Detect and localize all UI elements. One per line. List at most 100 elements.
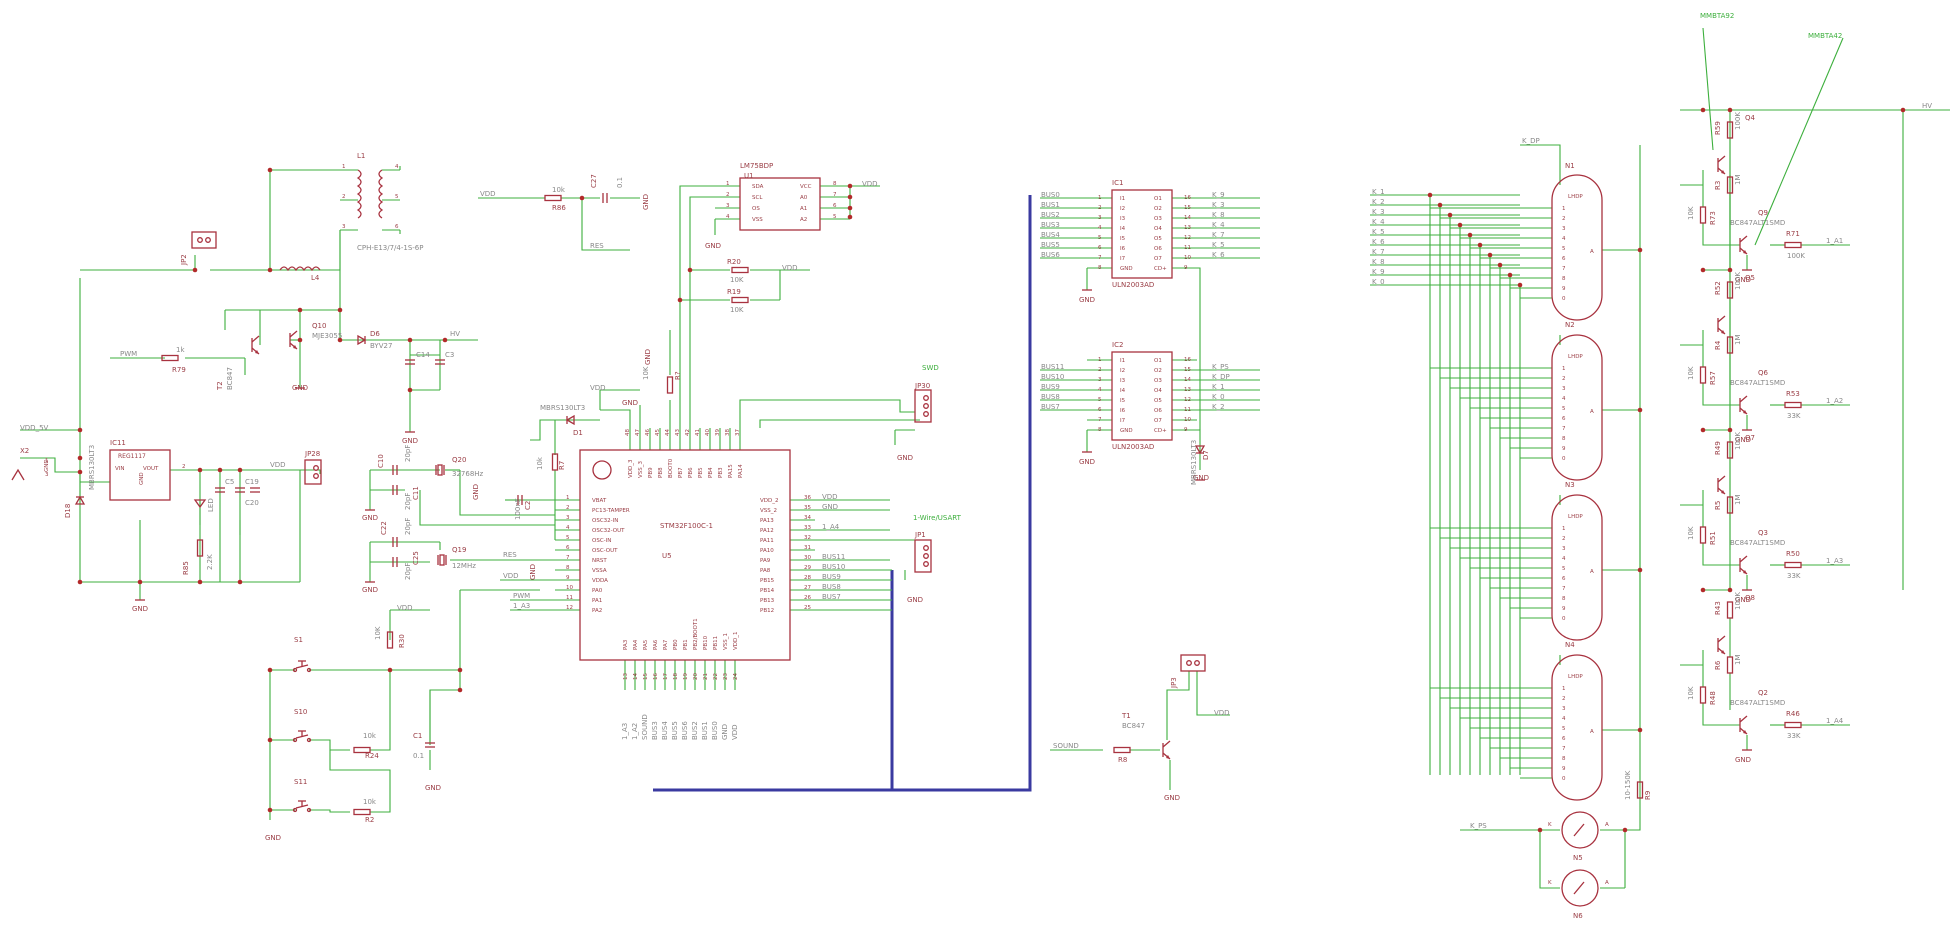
label: 10 — [566, 585, 573, 591]
c3-capacitor — [435, 359, 445, 365]
label: CPH-E13/7/4-1S-6P — [357, 244, 423, 252]
label: I4 — [1120, 388, 1126, 394]
label: MJE3055 — [312, 332, 342, 340]
label: R85 — [182, 561, 190, 575]
junction-dot — [1622, 827, 1628, 833]
ic11-regulator — [109, 449, 171, 501]
label: 19 — [683, 673, 689, 680]
net-label: GND — [721, 724, 729, 740]
label: 3 — [1562, 386, 1566, 392]
junction-dot — [677, 297, 683, 303]
wire — [1166, 671, 1190, 740]
label: ULN2003AD — [1112, 443, 1154, 451]
label: 3 — [1098, 377, 1102, 383]
junction-dot — [267, 737, 273, 743]
d18-diode — [74, 495, 86, 505]
label: GND — [362, 514, 378, 522]
label: 18 — [673, 673, 679, 680]
label: C14 — [416, 351, 430, 359]
label: PA13 — [760, 518, 774, 524]
label: 15 — [1184, 367, 1191, 373]
label: N1 — [1565, 162, 1575, 170]
label: I2 — [1120, 206, 1125, 212]
label: O7 — [1154, 418, 1162, 424]
label: BOOT0 — [668, 458, 674, 478]
label: 1 — [1098, 357, 1102, 363]
s11-switch — [292, 800, 312, 813]
k-net-label: K_0 — [1212, 393, 1225, 401]
label: 48 — [625, 429, 631, 436]
label: 2 — [1098, 205, 1102, 211]
label: I6 — [1120, 408, 1126, 414]
net-label: VDD — [731, 724, 739, 740]
bus-net-label: BUS2 — [1041, 211, 1060, 219]
label: 1 — [1562, 366, 1566, 372]
k-net-label: K_9 — [1212, 191, 1225, 199]
label: A0 — [800, 195, 808, 201]
label: R20 — [727, 258, 741, 266]
label: R86 — [552, 204, 566, 212]
wire — [581, 198, 630, 251]
label: 8 — [1098, 427, 1102, 433]
label: PB5 — [698, 467, 704, 478]
label: 3 — [726, 203, 730, 209]
label: 1_A3 — [1826, 557, 1843, 565]
label: 1 — [566, 495, 570, 501]
label: 32 — [804, 535, 811, 541]
k-net-label: K_4 — [1372, 218, 1385, 226]
label: VCC — [800, 184, 812, 190]
junction-dot — [1637, 567, 1643, 573]
c1-capacitor — [425, 742, 435, 748]
label: 11 — [1184, 245, 1191, 251]
label: R3 — [1714, 181, 1722, 190]
label: I3 — [1120, 216, 1126, 222]
bus-net-label: BUS0 — [1041, 191, 1060, 199]
label: C1 — [413, 732, 422, 740]
label: 16 — [1184, 357, 1191, 363]
label: 10K — [1687, 206, 1695, 220]
junction-dot — [77, 427, 83, 433]
label: 37 — [735, 429, 741, 436]
label: C5 — [225, 478, 234, 486]
junction-dot — [1477, 242, 1483, 248]
label: 40 — [705, 429, 711, 436]
label: LM75BDP — [740, 162, 773, 170]
label: 4 — [1562, 716, 1566, 722]
label: C11 — [412, 486, 420, 500]
label: 10 — [1184, 255, 1191, 261]
label: PA0 — [592, 588, 603, 594]
label: 5 — [1098, 235, 1102, 241]
label: GND — [362, 586, 378, 594]
label: 2 — [182, 464, 186, 470]
label: JP30 — [914, 382, 930, 390]
junction-dot — [77, 579, 83, 585]
label: Q4 — [1745, 114, 1756, 122]
label: A — [1590, 249, 1594, 255]
label: GND — [1079, 458, 1095, 466]
c5-capacitor — [215, 487, 225, 493]
junction-dot — [1537, 827, 1543, 833]
label: IC1 — [1112, 179, 1123, 187]
label: 28 — [804, 575, 811, 581]
label: 1 — [342, 164, 346, 170]
label: 20pF — [404, 493, 412, 510]
label: GND — [292, 384, 308, 392]
r19-resistor — [731, 296, 749, 304]
junction-dot — [192, 267, 198, 273]
label: Q9 — [1758, 209, 1768, 217]
k-net-label: K_6 — [1212, 251, 1225, 259]
junction-dot — [267, 267, 273, 273]
label: 12 — [566, 605, 573, 611]
junction-dot — [847, 194, 853, 200]
ic11-vout-pin: VOUT — [143, 466, 159, 472]
label: 31 — [804, 545, 811, 551]
label: A — [1590, 409, 1594, 415]
label: 3 — [1562, 546, 1566, 552]
k-net-label: K_2 — [1212, 403, 1225, 411]
q4-transistor — [1717, 155, 1726, 175]
r8-resistor — [1113, 746, 1131, 754]
wire — [1703, 109, 1731, 175]
k-net-label: K_3 — [1212, 201, 1225, 209]
label: R57 — [1709, 371, 1717, 385]
label: A1 — [800, 206, 807, 212]
